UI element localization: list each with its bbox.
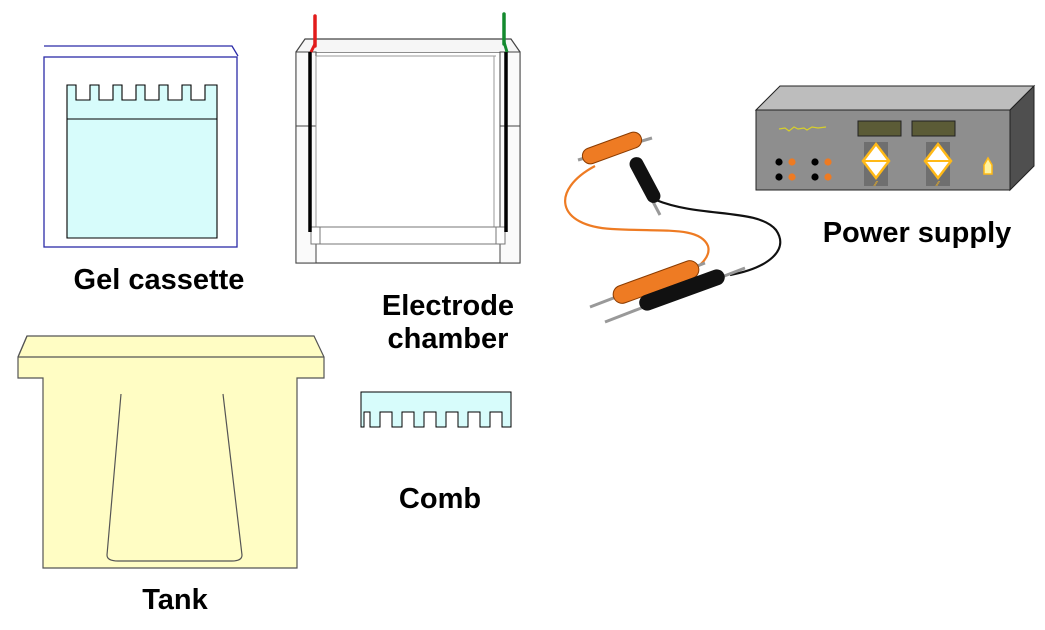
power-supply: ⁄⁄ ⁄⁄: [754, 84, 1036, 192]
logo-squiggle: [778, 126, 827, 132]
svg-text:⁄⁄: ⁄⁄: [935, 181, 941, 188]
meter-display-left: [857, 120, 902, 137]
orange-plug-upper: [581, 131, 643, 165]
meter-display-right: [911, 120, 956, 137]
electrode-chamber-label: Electrode chamber: [356, 290, 540, 356]
svg-text:⁄⁄: ⁄⁄: [873, 181, 879, 188]
comb-label: Comb: [398, 483, 482, 515]
power-supply-top: [754, 85, 1036, 111]
black-plug-lower: [639, 269, 725, 311]
black-wire: [655, 198, 782, 277]
terminal-jacks: [775, 158, 832, 181]
electrode-chamber: [295, 12, 521, 264]
gel-cassette-label: Gel cassette: [73, 264, 245, 296]
black-plug-upper: [629, 157, 661, 203]
comb: [360, 391, 512, 428]
tank-label: Tank: [142, 584, 208, 616]
tank: [17, 335, 325, 569]
electrode-chamber-label-line2: chamber: [387, 323, 509, 355]
electrode-leads: [564, 131, 782, 324]
gel-cassette: [43, 45, 239, 248]
power-switch-icon: [983, 156, 993, 175]
gel-slab: [66, 84, 218, 239]
electrode-chamber-label-line1: Electrode: [381, 290, 515, 322]
power-supply-label: Power supply: [822, 217, 1012, 249]
